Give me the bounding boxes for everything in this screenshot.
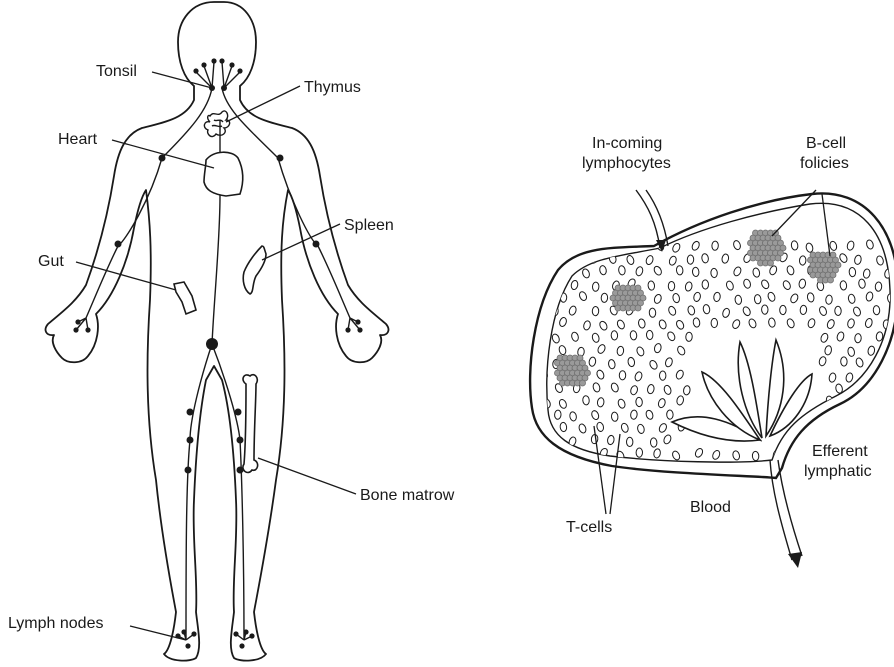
t-cell [687,255,694,265]
t-cell [592,306,599,315]
efferent-arrowhead [788,552,802,568]
t-cell [841,357,848,366]
t-cell [611,331,618,341]
label-efferent-line1: Efferent [812,443,868,460]
b-cell-follicle [610,285,646,311]
lymph-node-diagram: In-coming lymphocytes B-cell folicies Ef… [530,135,894,568]
label-tcells: T-cells [566,519,612,536]
efferent-vessel-2 [778,460,802,556]
label-blood: Blood [690,499,731,516]
afferent-vessel-2 [646,190,668,246]
t-cell [543,265,553,276]
t-cell [881,371,891,382]
t-cell [780,305,787,314]
t-cell [855,409,865,420]
t-cell [692,267,699,277]
t-cell [867,450,875,460]
t-cell [554,410,561,420]
label-incoming-line1: In-coming [592,135,662,152]
afferent-vessel [636,190,660,248]
label-spleen: Spleen [344,217,394,234]
t-cell [754,294,761,304]
human-body-diagram: Tonsil Thymus Heart Spleen Gut Bone matr… [8,2,455,661]
label-gut: Gut [38,253,64,270]
t-cell [649,308,656,318]
t-cell [650,438,657,448]
label-lymph-nodes: Lymph nodes [8,615,103,632]
t-cell [875,282,882,292]
t-cell [873,305,880,315]
t-cell [582,395,589,405]
t-cell [800,305,807,315]
t-cell [876,410,885,421]
t-cell [711,268,718,278]
t-cell [667,410,674,419]
t-cell [578,243,585,253]
t-cell [630,330,637,340]
t-cell [627,437,633,446]
label-efferent-line2: lymphatic [804,463,872,480]
t-cell [762,305,769,314]
t-cell [546,447,553,456]
t-cell [668,282,674,291]
label-bcell-line2: folicies [800,155,849,172]
t-cell [636,448,643,457]
t-cell [619,371,626,380]
label-bone-marrow: Bone matrow [360,487,455,504]
t-cell [825,423,835,434]
label-bcell-line1: B-cell [806,135,846,152]
t-cell [885,424,892,433]
label-thymus: Thymus [304,79,361,96]
t-cell [799,256,806,266]
t-cell [867,398,875,408]
t-cell [752,451,759,461]
t-cell [552,255,560,265]
t-cell [601,293,608,303]
t-cell [883,399,889,408]
label-heart: Heart [58,131,98,148]
t-cell [836,411,843,421]
t-cell [840,280,847,290]
t-cell [702,280,709,289]
t-cell [849,421,856,431]
t-cell [877,435,884,444]
t-cell [712,241,719,251]
body-outline [46,2,389,661]
t-cell [592,282,599,292]
t-cell [885,449,894,460]
t-cell [854,333,861,343]
label-tonsil: Tonsil [96,63,137,80]
t-cell [711,318,717,327]
label-incoming-line2: lymphocytes [582,155,671,172]
t-cell [636,397,643,407]
t-cell [865,422,874,433]
t-cell [849,267,856,277]
t-cell [611,412,618,422]
t-cell [835,306,842,315]
heart-organ [204,152,243,196]
t-cell [878,383,885,393]
t-cell [686,332,693,342]
t-cell [541,241,550,252]
t-cell [560,241,566,250]
t-cell [676,265,683,275]
t-cell [660,371,666,380]
t-cell [646,330,653,340]
